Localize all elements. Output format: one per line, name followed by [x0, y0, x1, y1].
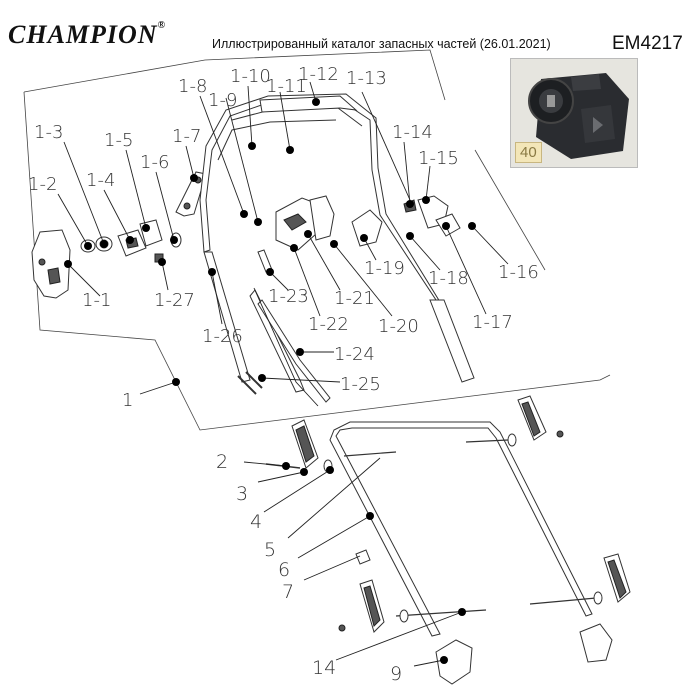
photo-badge: 40 [515, 142, 542, 163]
callout-labels: 1-1 1-2 1-3 1-4 1-5 1-6 1-7 1-8 1-9 1-10… [28, 64, 539, 685]
part-1-11-upper-handle [199, 93, 447, 323]
callout-1-9: 1-9 [208, 90, 237, 111]
callout-1-11: 1-11 [266, 76, 307, 97]
callout-dots [64, 98, 476, 664]
callout-1: 1 [122, 390, 133, 411]
callout-1-2: 1-2 [28, 174, 57, 195]
callout-1-20: 1-20 [378, 316, 419, 337]
callout-1-7: 1-7 [172, 126, 201, 147]
callout-1-17: 1-17 [472, 312, 513, 333]
callout-1-16: 1-16 [498, 262, 539, 283]
model-code: EM4217 [612, 33, 683, 54]
bolt-top-right [465, 430, 564, 447]
callout-1-3: 1-3 [34, 122, 63, 143]
part-1-19-cover [351, 209, 383, 247]
brand-logo: CHAMPION® [8, 20, 167, 49]
motor-housing-photo [511, 59, 637, 167]
callout-1-21: 1-21 [334, 288, 375, 309]
callout-1-10: 1-10 [230, 66, 271, 87]
product-photo: 40 [510, 58, 638, 168]
callout-1-12: 1-12 [298, 64, 339, 85]
part-1-24-tube [249, 289, 331, 403]
callout-7: 7 [282, 581, 294, 603]
callout-3: 3 [236, 483, 248, 505]
callout-5: 5 [264, 539, 276, 561]
callout-1-18: 1-18 [428, 268, 469, 289]
callout-1-15: 1-15 [418, 148, 459, 169]
callout-1-5: 1-5 [104, 130, 133, 151]
callout-2: 2 [216, 451, 228, 473]
callout-1-24: 1-24 [334, 344, 375, 365]
callout-1-6: 1-6 [140, 152, 169, 173]
callout-1-27: 1-27 [154, 290, 195, 311]
bolt-lower-left [338, 609, 487, 632]
part-3-knob-left [291, 419, 319, 469]
part-1-17-tube [429, 299, 475, 383]
part-1-25-pins [237, 371, 263, 395]
part-knob-lower-right [603, 553, 631, 603]
callout-4: 4 [250, 511, 262, 533]
callout-1-23: 1-23 [268, 286, 309, 307]
callout-14: 14 [312, 657, 336, 679]
part-7-clip [355, 549, 371, 565]
part-9-cable-holder [435, 623, 613, 685]
callout-1-26: 1-26 [202, 326, 243, 347]
callout-1-13: 1-13 [346, 68, 387, 89]
callout-6: 6 [278, 559, 290, 581]
part-knob-lower-left [359, 579, 385, 633]
catalog-title: Иллюстрированный каталог запасных частей… [212, 37, 551, 51]
callout-1-25: 1-25 [340, 374, 381, 395]
subassembly-boundary [23, 49, 446, 101]
callout-9: 9 [390, 663, 402, 685]
bolt-lower-right [529, 591, 603, 605]
part-1-21-switch-box [275, 195, 335, 251]
callout-1-22: 1-22 [308, 314, 349, 335]
part-1-26-tube [203, 251, 251, 383]
leader-lines [57, 81, 509, 667]
part-knob-top-right [517, 395, 547, 441]
callout-1-4: 1-4 [86, 170, 115, 191]
part-14-lower-handle [329, 421, 593, 637]
callout-1-19: 1-19 [364, 258, 405, 279]
header: CHAMPION® Иллюстрированный каталог запас… [0, 0, 700, 60]
part-1-1-housing [31, 229, 71, 299]
callout-1-1: 1-1 [82, 290, 111, 311]
callout-1-14: 1-14 [392, 122, 433, 143]
part-1-22-cable [253, 287, 319, 407]
part-6-bolt [343, 451, 397, 457]
callout-1-8: 1-8 [178, 76, 207, 97]
part-1-12-grip [259, 95, 358, 113]
